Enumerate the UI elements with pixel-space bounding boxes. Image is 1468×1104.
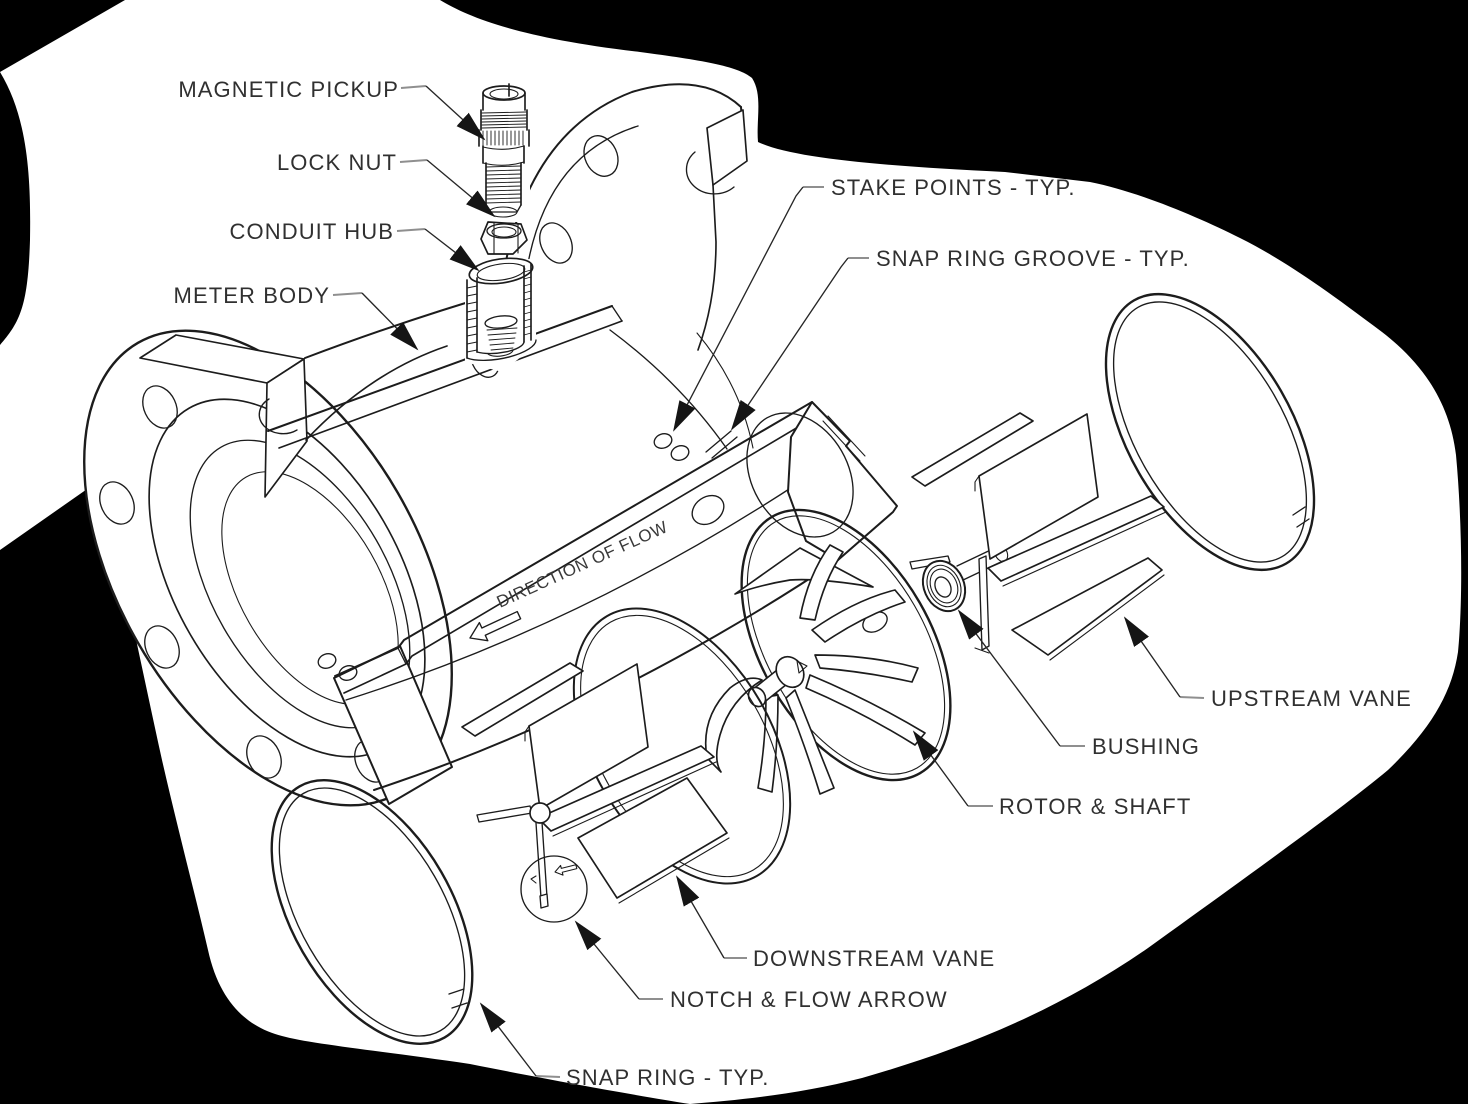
bolt-hole xyxy=(144,625,180,669)
stake-point xyxy=(338,665,358,681)
pickup-port-hole xyxy=(691,494,725,526)
stake-point xyxy=(317,653,337,669)
snap-ring-bottom-left xyxy=(270,779,474,1045)
stake-points-label: STAKE POINTS - TYP. xyxy=(831,175,1076,200)
notch-flow-arrow-glyph xyxy=(554,864,578,876)
meter-body-right-flange xyxy=(470,83,748,378)
callout-snap-ring: SNAP RING - TYP. xyxy=(479,1002,769,1090)
callout-notch-flow-arrow: NOTCH & FLOW ARROW xyxy=(574,920,948,1012)
callout-snap-ring-groove: SNAP RING GROOVE - TYP. xyxy=(730,246,1190,431)
callouts: MAGNETIC PICKUP LOCK NUT CONDUIT HUB MET… xyxy=(174,77,1412,1090)
callout-conduit-hub: CONDUIT HUB xyxy=(230,219,480,272)
downstream-vane xyxy=(461,662,730,923)
flow-direction-arrow xyxy=(469,610,522,642)
snap-ring-groove-label: SNAP RING GROOVE - TYP. xyxy=(876,246,1190,271)
callout-downstream-vane: DOWNSTREAM VANE xyxy=(675,875,995,971)
lock-nut-part xyxy=(480,221,528,255)
stake-point xyxy=(653,433,673,449)
bolt-hole xyxy=(583,135,619,177)
snap-ring-right xyxy=(1104,292,1316,572)
bushing-part xyxy=(921,559,967,613)
bolt-hole xyxy=(99,481,135,525)
notch-flow-arrow-label: NOTCH & FLOW ARROW xyxy=(670,987,948,1012)
callout-lock-nut: LOCK NUT xyxy=(277,150,496,218)
conduit-hub-part xyxy=(465,257,537,372)
snap-ring-label: SNAP RING - TYP. xyxy=(566,1065,769,1090)
body-end-hub xyxy=(787,401,898,561)
snap-ring-groove-lines xyxy=(705,430,738,459)
callout-magnetic-pickup: MAGNETIC PICKUP xyxy=(178,77,486,141)
magnetic-pickup-label: MAGNETIC PICKUP xyxy=(178,77,399,102)
upstream-vane xyxy=(909,412,1167,661)
magnetic-pickup-part xyxy=(478,83,530,222)
bolt-hole xyxy=(539,222,573,264)
pickup-stack xyxy=(465,83,537,372)
callout-rotor-shaft: ROTOR & SHAFT xyxy=(912,730,1191,819)
rotor-shaft-label: ROTOR & SHAFT xyxy=(999,794,1191,819)
conduit-hub-label: CONDUIT HUB xyxy=(230,219,394,244)
callout-stake-points: STAKE POINTS - TYP. xyxy=(673,175,1076,432)
notch-detail-circle xyxy=(520,855,588,923)
meter-body-label: METER BODY xyxy=(174,283,330,308)
callout-bushing: BUSHING xyxy=(957,609,1200,759)
bolt-hole xyxy=(246,735,282,779)
downstream-vane-label: DOWNSTREAM VANE xyxy=(753,946,995,971)
vane-hub-ball xyxy=(529,802,551,824)
upstream-vane-label: UPSTREAM VANE xyxy=(1211,686,1412,711)
bushing-label: BUSHING xyxy=(1092,734,1200,759)
bolt-hole xyxy=(142,385,178,429)
callout-upstream-vane: UPSTREAM VANE xyxy=(1123,616,1412,711)
callout-meter-body: METER BODY xyxy=(174,283,419,351)
meter-body-left-flange xyxy=(83,329,453,807)
stake-point xyxy=(670,445,690,461)
lock-nut-label: LOCK NUT xyxy=(277,150,397,175)
